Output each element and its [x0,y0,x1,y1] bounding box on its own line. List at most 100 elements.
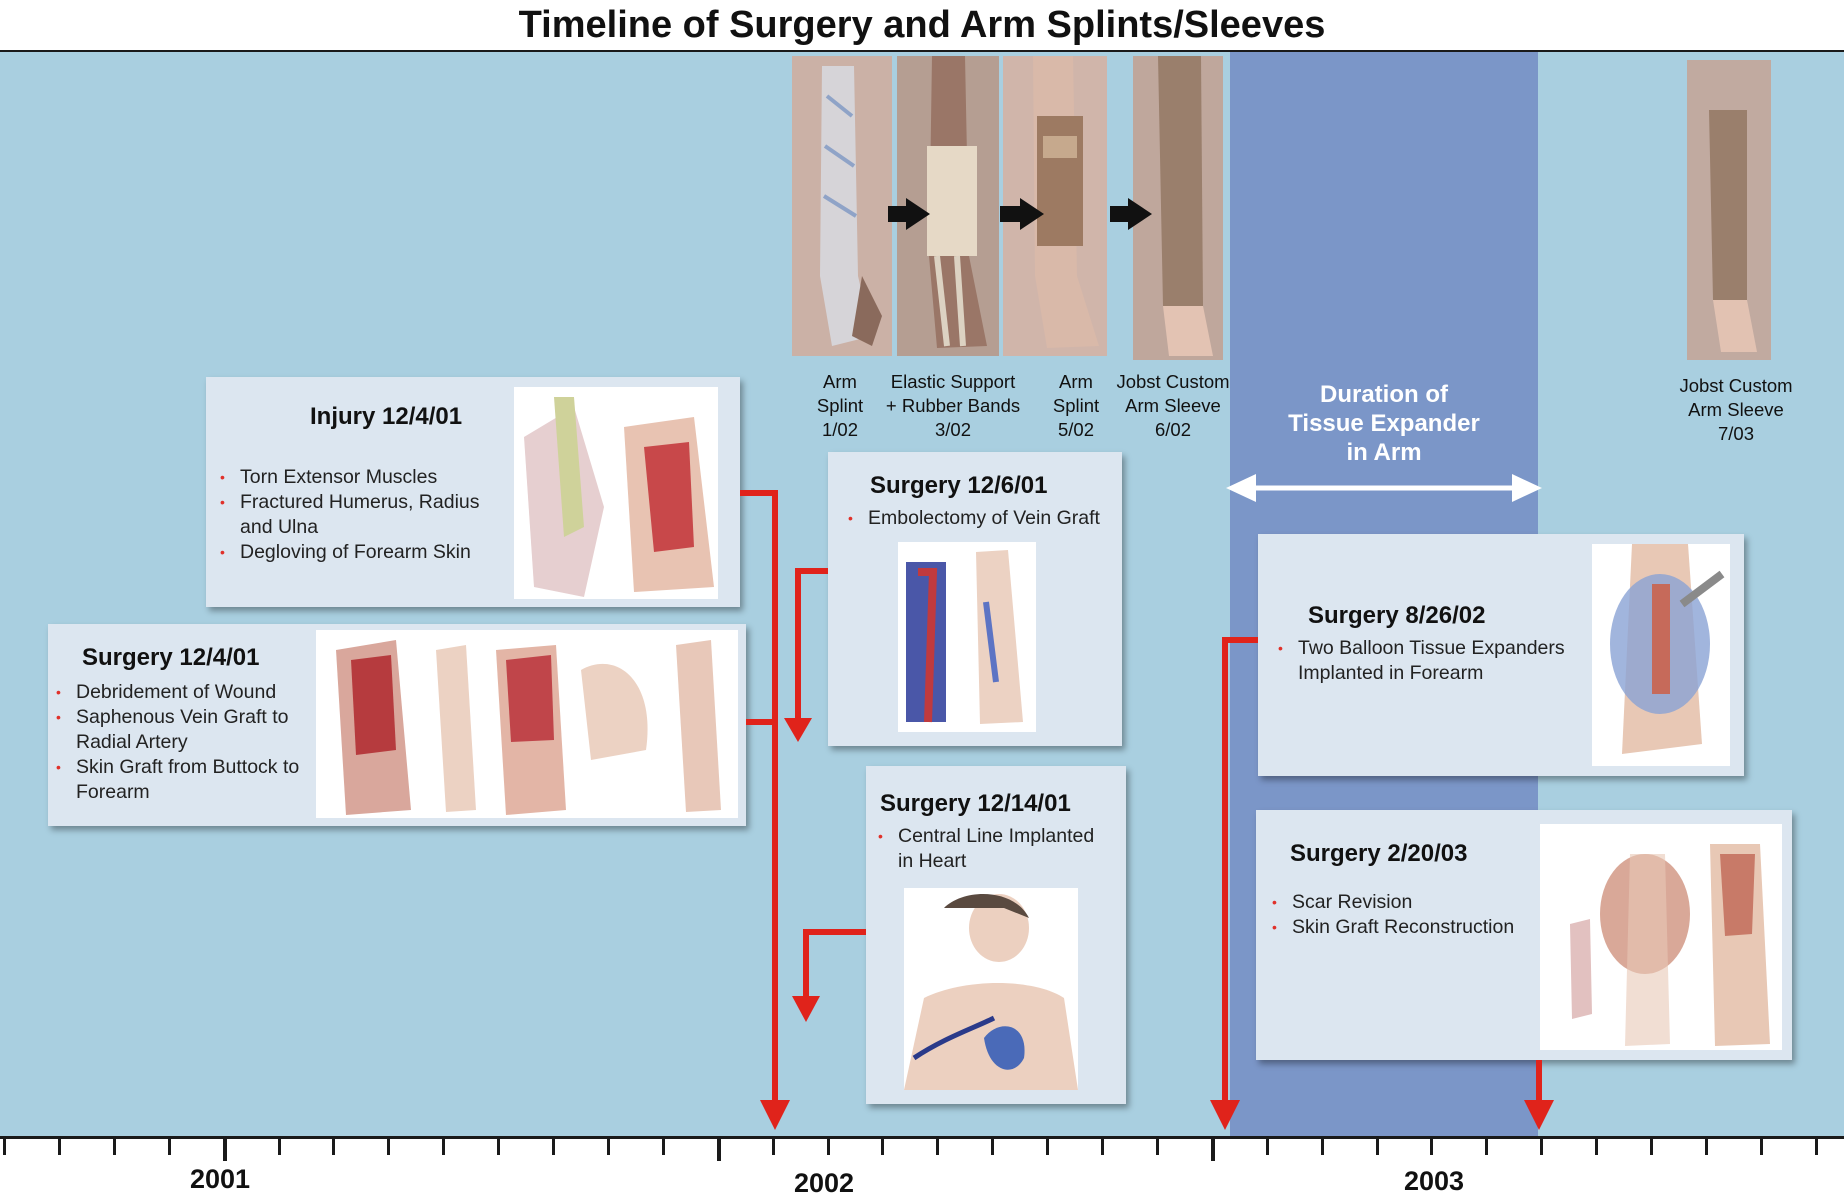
surgery-card-120601: Surgery 12/6/01 Embolectomy of Vein Graf… [828,452,1122,746]
splint-caption: Jobst Custom Arm Sleeve 6/02 [1116,370,1229,442]
vein-graft-icon [906,550,1023,724]
caption-line: Arm Sleeve [1125,395,1221,416]
bullet-item: Saphenous Vein Graft to Radial Artery [56,705,318,755]
bullet-item: Torn Extensor Muscles [220,465,490,490]
bullet-item: Embolectomy of Vein Graft [848,506,1118,531]
month-tick [662,1139,665,1155]
month-tick [1705,1139,1708,1155]
injury-illustration [514,387,718,599]
splint-caption: Arm Splint 5/02 [1053,370,1099,442]
month-tick [1595,1139,1598,1155]
jobst-sleeve-photo-1 [1133,56,1223,360]
bullet-item: Fractured Humerus, Radius and Ulna [220,490,490,540]
surgery-illustration [1540,824,1782,1050]
month-tick [1046,1139,1049,1155]
month-tick [387,1139,390,1155]
month-tick [1540,1139,1543,1155]
arm-anatomy-icon [524,397,714,597]
caption-line: + Rubber Bands [885,395,1021,416]
caption-line: Jobst Custom [1116,371,1230,392]
caption-line: Elastic Support [890,371,1016,392]
surgery-card-120401: Surgery 12/4/01 Debridement of Wound Sap… [48,624,746,826]
month-tick [1815,1139,1818,1155]
year-label: 2003 [1403,1166,1465,1196]
time-axis [0,1136,1844,1139]
month-tick [442,1139,445,1155]
surgery-card-022003: Surgery 2/20/03 Scar Revision Skin Graft… [1256,810,1792,1060]
bullet-list: Scar Revision Skin Graft Reconstruction [1272,890,1522,940]
caption-line: 6/02 [1154,419,1192,440]
arm-sleeve-icon [1687,60,1771,360]
month-tick [1321,1139,1324,1155]
caption-line: 3/02 [934,419,971,440]
caption-line: Arm [823,371,857,392]
month-tick [1485,1139,1488,1155]
splint-caption: Arm Splint 1/02 [817,370,863,442]
bullet-item: Degloving of Forearm Skin [220,540,490,565]
month-tick [1266,1139,1269,1155]
jobst-sleeve-photo-2 [1687,60,1771,360]
bullet-list: Central Line Implanted in Heart [878,824,1098,874]
card-title: Surgery 2/20/03 [1290,840,1468,867]
caption-line: Arm [1059,371,1093,392]
injury-card: Injury 12/4/01 Torn Extensor Muscles Fra… [206,377,740,607]
month-tick [1101,1139,1104,1155]
surgery-illustration [1592,544,1730,766]
duration-line: in Arm [1346,439,1422,466]
month-tick [497,1139,500,1155]
month-tick [607,1139,610,1155]
bullet-item: Central Line Implanted in Heart [878,824,1098,874]
card-title: Injury 12/4/01 [310,403,463,430]
surgery-illustration [316,630,738,818]
caption-line: Splint [816,395,864,416]
year-tick [1211,1139,1215,1161]
tissue-expander-icon [1610,544,1725,754]
connector-line [740,490,778,1105]
surgery-illustration [898,542,1036,732]
month-tick [113,1139,116,1155]
right-arrow-icon [888,198,930,230]
card-title: Surgery 8/26/02 [1308,602,1486,629]
duration-line: Tissue Expander [1288,410,1480,437]
right-arrow-icon [1000,198,1044,230]
arm-splint-photo-1 [792,56,892,356]
month-tick [881,1139,884,1155]
caption-line: Splint [1052,395,1100,416]
month-tick [168,1139,171,1155]
right-arrow-icon [1110,198,1152,230]
month-tick [58,1139,61,1155]
chart-title: Timeline of Surgery and Arm Splints/Slee… [518,4,1326,46]
central-line-heart-icon [904,894,1078,1090]
month-tick [1430,1139,1433,1155]
month-tick [1156,1139,1159,1155]
month-tick [3,1139,6,1155]
year-tick [223,1139,227,1161]
bullet-list: Two Balloon Tissue Expanders Implanted i… [1278,636,1568,686]
down-arrow-icon [792,996,820,1022]
month-tick [936,1139,939,1155]
bullet-item: Debridement of Wound [56,680,318,705]
month-tick [1760,1139,1763,1155]
right-arrowhead-icon [1512,474,1542,502]
connector-line [795,568,828,722]
month-tick [552,1139,555,1155]
year-label: 2001 [189,1164,251,1194]
bullet-list: Torn Extensor Muscles Fractured Humerus,… [220,465,490,565]
surgery-illustration [904,888,1078,1090]
down-arrow-icon [1210,1100,1240,1130]
surgery-card-082602: Surgery 8/26/02 Two Balloon Tissue Expan… [1258,534,1744,776]
month-tick [991,1139,994,1155]
caption-line: 1/02 [821,419,858,440]
year-label: 2002 [793,1168,855,1198]
caption-line: Arm Sleeve [1688,399,1784,420]
month-tick [827,1139,830,1155]
duration-line: Duration of [1320,381,1448,408]
arm-sleeve-icon [1133,56,1223,360]
bullet-item: Skin Graft Reconstruction [1272,915,1522,940]
connector-line [1222,637,1258,1105]
card-title: Surgery 12/6/01 [870,472,1048,499]
scar-revision-icon [1570,844,1770,1046]
year-tick [717,1139,721,1161]
